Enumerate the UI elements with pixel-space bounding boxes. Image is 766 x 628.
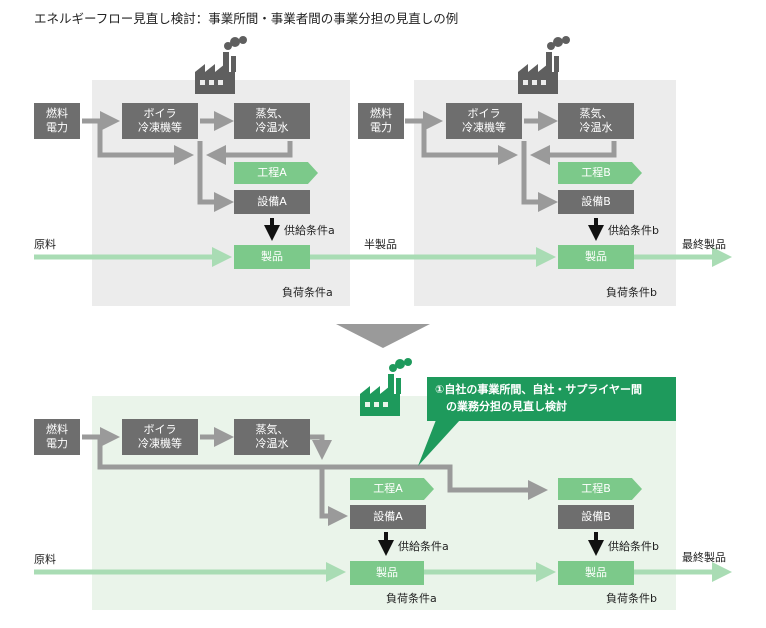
process-b-label: 工程B <box>581 166 611 179</box>
review-callout: ①自社の事業所間、自社・サプライヤー間 の業務分担の見直し検討 <box>427 377 676 421</box>
supply-condition-b: 供給条件b <box>608 540 659 553</box>
boiler-box: ボイラ 冷凍機等 <box>446 103 522 139</box>
refrigerator-label: 冷凍機等 <box>138 121 182 134</box>
factory-icon <box>518 36 570 94</box>
equipment-b-label: 設備B <box>581 510 611 523</box>
steam-label: 蒸気、 <box>255 107 289 120</box>
load-condition-a: 負荷条件a <box>386 592 437 605</box>
product-box: 製品 <box>558 245 634 269</box>
refrigerator-label: 冷凍機等 <box>138 437 182 450</box>
supply-condition-b: 供給条件b <box>608 224 659 237</box>
product-label: 製品 <box>585 566 607 579</box>
equipment-a-label: 設備A <box>257 195 287 208</box>
after-energy-arrows <box>82 427 548 526</box>
product-box: 製品 <box>350 561 424 585</box>
product-label: 製品 <box>585 250 607 263</box>
process-b-box: 工程B <box>558 162 642 184</box>
product-box: 製品 <box>234 245 310 269</box>
process-a-label: 工程A <box>257 166 287 179</box>
callout-pointer <box>418 420 460 466</box>
equipment-b-box: 設備B <box>558 190 634 214</box>
refrigerator-label: 冷凍機等 <box>462 121 506 134</box>
callout-line-2: の業務分担の見直し検討 <box>435 400 567 413</box>
fuel-label: 燃料 <box>370 107 392 120</box>
hot-cold-water-label: 冷温水 <box>579 121 613 134</box>
product-label: 製品 <box>376 566 398 579</box>
equipment-a-box: 設備A <box>350 505 426 529</box>
steam-label: 蒸気、 <box>255 423 289 436</box>
load-condition-a: 負荷条件a <box>282 286 333 299</box>
load-condition-b: 負荷条件b <box>606 286 657 299</box>
equipment-b-box: 設備B <box>558 505 634 529</box>
hot-cold-water-label: 冷温水 <box>255 437 289 450</box>
process-b-label: 工程B <box>581 482 611 495</box>
boiler-label: ボイラ <box>467 107 501 120</box>
raw-material-label: 原料 <box>34 553 56 566</box>
boiler-label: ボイラ <box>143 423 177 436</box>
steam-label: 蒸気、 <box>579 107 613 120</box>
final-product-label: 最終製品 <box>682 238 726 251</box>
boiler-label: ボイラ <box>143 107 177 120</box>
equipment-a-box: 設備A <box>234 190 310 214</box>
supply-condition-a: 供給条件a <box>398 540 449 553</box>
fuel-electricity-box: 燃料 電力 <box>358 103 404 139</box>
product-label: 製品 <box>261 250 283 263</box>
steam-box: 蒸気、 冷温水 <box>234 103 310 139</box>
fuel-electricity-box: 燃料 電力 <box>34 419 80 455</box>
final-product-label: 最終製品 <box>682 551 726 564</box>
process-a-box: 工程A <box>350 478 434 500</box>
factory-icon <box>360 358 412 416</box>
transition-arrow <box>336 324 430 348</box>
page-title: エネルギーフロー見直し検討：事業所間・事業者間の事業分担の見直しの例 <box>34 11 459 26</box>
product-box: 製品 <box>558 561 634 585</box>
electricity-label: 電力 <box>46 437 68 450</box>
electricity-label: 電力 <box>46 121 68 134</box>
electricity-label: 電力 <box>370 121 392 134</box>
callout-line-1: ①自社の事業所間、自社・サプライヤー間 <box>435 383 642 396</box>
before-right-energy-arrows <box>405 111 617 212</box>
fuel-electricity-box: 燃料 電力 <box>34 103 80 139</box>
hot-cold-water-label: 冷温水 <box>255 121 289 134</box>
steam-box: 蒸気、 冷温水 <box>234 419 310 455</box>
process-b-box: 工程B <box>558 478 642 500</box>
process-a-label: 工程A <box>373 482 403 495</box>
boiler-box: ボイラ 冷凍機等 <box>122 419 198 455</box>
factory-icon <box>195 36 247 94</box>
fuel-label: 燃料 <box>46 107 68 120</box>
steam-box: 蒸気、 冷温水 <box>558 103 634 139</box>
equipment-a-label: 設備A <box>373 510 403 523</box>
before-left-energy-arrows <box>82 111 293 212</box>
load-condition-b: 負荷条件b <box>606 592 657 605</box>
supply-condition-a: 供給条件a <box>284 224 335 237</box>
semi-finished-label: 半製品 <box>364 238 397 251</box>
raw-material-label: 原料 <box>34 238 56 251</box>
equipment-b-label: 設備B <box>581 195 611 208</box>
boiler-box: ボイラ 冷凍機等 <box>122 103 198 139</box>
fuel-label: 燃料 <box>46 423 68 436</box>
process-a-box: 工程A <box>234 162 318 184</box>
